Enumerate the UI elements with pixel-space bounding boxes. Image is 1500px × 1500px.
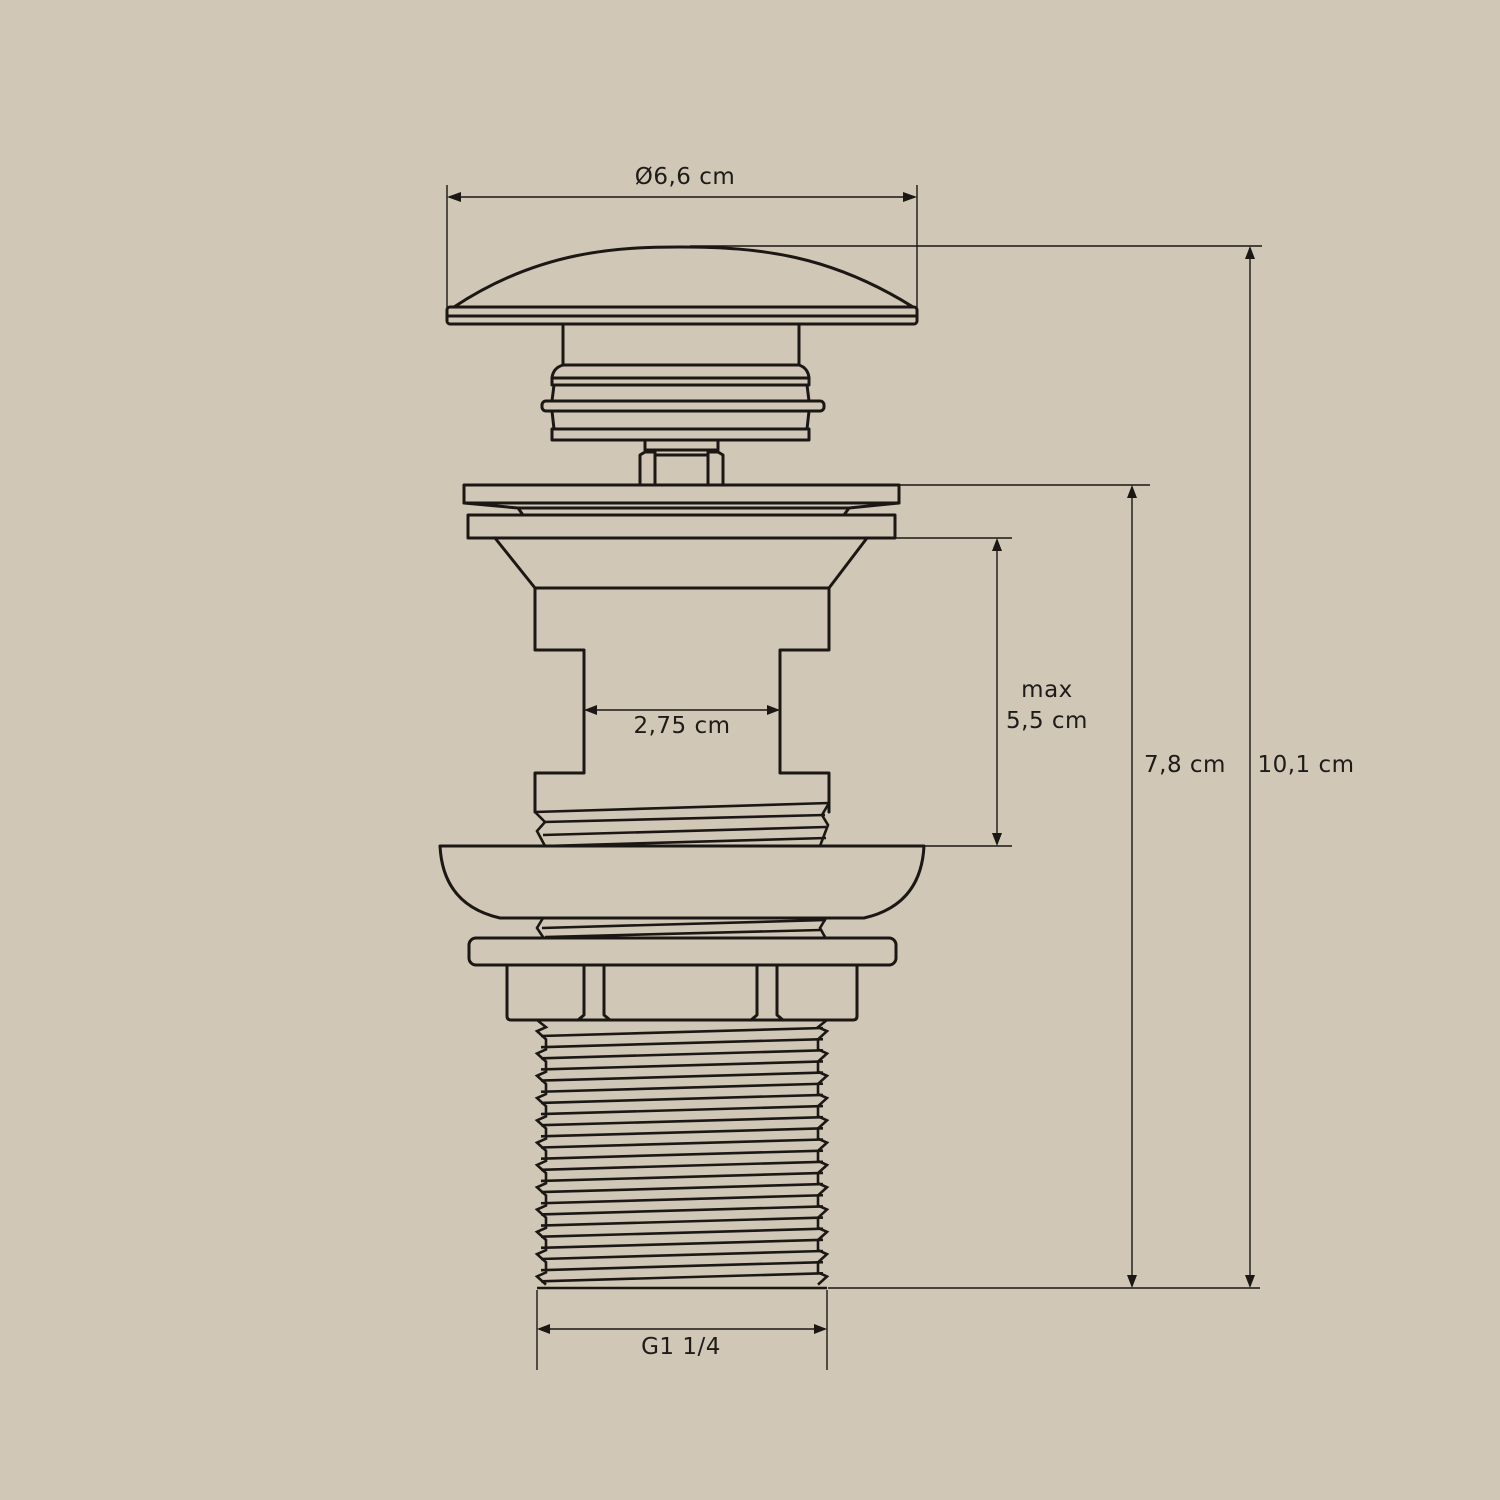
plunger-pin bbox=[638, 438, 725, 487]
lock-nut bbox=[505, 963, 859, 1022]
max-clamp-label: max 5,5 cm bbox=[1006, 675, 1088, 737]
flange-height-dimension bbox=[899, 484, 1150, 1288]
cap-stem bbox=[540, 322, 826, 442]
inner-width-label: 2,75 cm bbox=[633, 713, 731, 739]
basin-washer bbox=[438, 844, 926, 920]
dome-cap bbox=[445, 245, 919, 326]
inner-width-dimension bbox=[584, 705, 780, 715]
threaded-tail bbox=[534, 1018, 830, 1290]
cap-diameter-label: Ø6,6 cm bbox=[634, 164, 736, 190]
max-clamp-label-line1: max bbox=[1021, 677, 1073, 703]
middle-thread bbox=[535, 917, 828, 939]
total-height-label: 10,1 cm bbox=[1257, 752, 1355, 778]
body bbox=[493, 536, 869, 814]
upper-thread bbox=[534, 801, 831, 848]
thread-size-dimension bbox=[536, 1290, 828, 1370]
total-height-dimension bbox=[690, 245, 1262, 1289]
max-clamp-dimension bbox=[830, 537, 1012, 847]
max-clamp-label-line2: 5,5 cm bbox=[1006, 708, 1088, 735]
thread-size-label: G1 1/4 bbox=[641, 1334, 721, 1360]
top-flange bbox=[462, 483, 901, 540]
cap-diameter-dimension bbox=[446, 185, 918, 316]
flange-height-label: 7,8 cm bbox=[1144, 752, 1226, 778]
ring-washer bbox=[467, 936, 898, 967]
